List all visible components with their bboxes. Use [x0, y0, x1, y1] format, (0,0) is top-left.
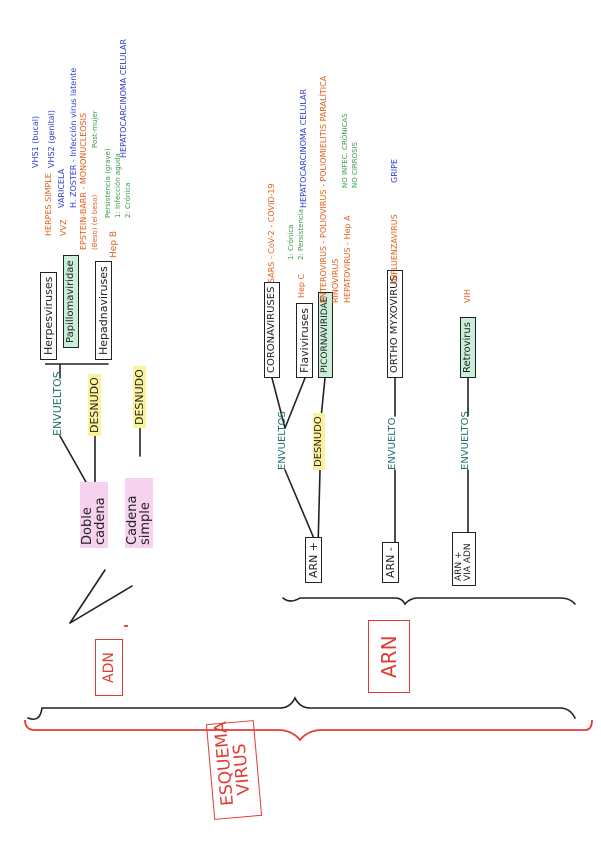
arn-plus-desnudo: DESNUDO: [313, 413, 325, 470]
arrow-env-corona: [271, 377, 286, 429]
ortho-gripe: GRIPE: [390, 159, 399, 183]
flavi-note2: 2: Persistencia: [297, 208, 305, 260]
arrow-arn-plus-env: [284, 469, 319, 549]
picorna-enterovirus: ENTEROVIRUS - POLIOVIRUS - POLIOMIELITIS…: [319, 75, 328, 303]
family-picorna: PICORNAVIRIDAE: [318, 291, 333, 378]
branch-cadena-simple: Cadena simple: [125, 478, 153, 548]
arn-plus: ARN +: [305, 536, 322, 583]
vhs1: VHS1 (bucal): [31, 115, 40, 168]
vhs2: VHS2 (genital): [47, 110, 56, 168]
arn-via-adn-envueltos: ENVUELTOS: [460, 411, 471, 470]
family-hepadna: Hepadnaviruses: [95, 261, 112, 360]
family-corona: CORONAVIRUSES: [264, 281, 280, 378]
epstein-barr-sub2: Post-mujer: [91, 110, 99, 148]
family-papilloma: Papillomaviridae: [63, 255, 79, 348]
family-herpes: Herpesviruses: [40, 271, 57, 360]
flavi-hcc: HEPATOCARCINOMA CELULAR: [299, 88, 308, 208]
hep-b: Hep B: [109, 230, 119, 258]
hep-b-note3: 2: Crónica: [124, 182, 132, 218]
red-main-brace: [24, 719, 593, 742]
adn-brace: [27, 696, 576, 721]
adn-root-box: ADN: [95, 639, 123, 696]
corona-sub: SARS - CoV-2 - COVID-19: [267, 183, 276, 283]
page-title: ESQUEMA VIRUS: [205, 720, 263, 820]
adn-arrow-doble: [69, 569, 106, 624]
picorna-hepatovirus: HEPATOVIRUS - Hep A: [343, 215, 352, 303]
ortho-influenza: INFLUENZAVIRUS: [390, 214, 399, 283]
varicela: VARICELA: [57, 168, 66, 208]
flavi-sub: Hep C: [297, 273, 306, 298]
family-flavi: Flaviviruses: [296, 303, 313, 378]
hep-b-note2: 1: Infección aguda: [114, 153, 122, 218]
left-desnudo-doble: DESNUDO: [88, 374, 101, 436]
epstein-barr-sub: (Beso) (el beso): [91, 194, 99, 250]
arn-brace: [282, 597, 576, 606]
arn-minus-envuelto: ENVUELTO: [387, 417, 398, 470]
arn-minus: ARN -: [382, 542, 399, 583]
family-ortho: ORTHO MYXOVIRUS: [387, 270, 403, 378]
picorna-note1: NO INFEC. CRÓNICAS: [341, 113, 349, 188]
envueltos-bracket: [45, 363, 109, 379]
flavi-note1: 1: Crónica: [287, 224, 295, 260]
picorna-rinovirus: RINOVIRUS: [331, 258, 340, 303]
epstein-barr: EPSTEIN-BARR - MONONUCLEOSIS: [79, 112, 88, 250]
adn-arrow-simple: [69, 585, 133, 624]
arn-plus-via-adn: ARN + VIA ADN: [452, 532, 476, 586]
vvz: VVZ: [59, 219, 68, 236]
branch-doble-cadena: Doble cadena: [80, 482, 108, 548]
picorna-note2: NO CIRROSIS: [351, 141, 359, 188]
arrow-arn-plus-des: [317, 469, 321, 549]
arn-root-box: ARN: [368, 620, 410, 693]
hep-b-hcc: HEPATOCARCINOMA CELULAR: [119, 38, 128, 158]
left-desnudo-simple: DESNUDO: [133, 366, 146, 428]
hep-b-note1: Persistencia (grave): [104, 148, 112, 218]
retro-vih: VIH: [463, 289, 472, 303]
arrow-env-flavi: [284, 377, 306, 429]
left-envueltos: ENVUELTOS: [51, 371, 64, 436]
herpes-simple: HERPES SIMPLE: [44, 173, 53, 236]
family-retro: Retrovirus: [460, 317, 476, 378]
zoster: H. ZOSTER - Infección virus latente: [69, 67, 78, 208]
arn-plus-envueltos: ENVUELTOS: [277, 411, 288, 470]
